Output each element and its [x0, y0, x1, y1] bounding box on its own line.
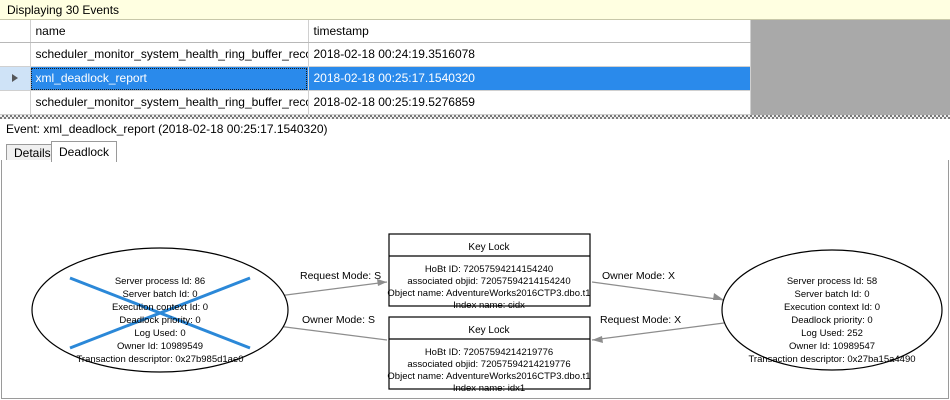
column-header-selector [0, 20, 31, 43]
cell-timestamp[interactable]: 2018-02-18 00:25:19.5276859 [308, 90, 751, 115]
events-banner-label: Displaying 30 Events [7, 3, 120, 17]
column-header-name[interactable]: name [30, 20, 309, 43]
resource-bottom-line-0: HoBt ID: 72057594214219776 [425, 347, 553, 358]
resource-bottom-line-1: associated objid: 72057594214219776 [407, 359, 570, 370]
cell-name[interactable]: scheduler_monitor_system_health_ring_buf… [30, 42, 309, 67]
process-right-line-3: Deadlock priority: 0 [791, 315, 872, 326]
process-left-line-0: Server process Id: 86 [115, 276, 205, 287]
table-row-selected[interactable]: xml_deadlock_report 2018-02-18 00:25:17.… [0, 66, 751, 91]
resource-top-line-2: Object name: AdventureWorks2016CTP3.dbo.… [387, 288, 590, 299]
edge-line [591, 281, 725, 301]
cell-timestamp[interactable]: 2018-02-18 00:24:19.3516078 [308, 42, 751, 67]
resource-box[interactable] [388, 316, 591, 390]
resource-top-title: Key Lock [468, 242, 510, 253]
edge-request-mode-x-right: Request Mode: X [591, 314, 725, 343]
row-selector-cell[interactable] [0, 90, 31, 115]
cell-timestamp[interactable]: 2018-02-18 00:25:17.1540320 [308, 66, 751, 91]
tab-deadlock[interactable]: Deadlock [51, 141, 118, 162]
process-node-right[interactable]: Server process Id: 58 Server batch Id: 0… [721, 249, 943, 371]
process-right-line-1: Server batch Id: 0 [795, 289, 870, 300]
resource-top-line-3: Index name: cidx [453, 300, 525, 311]
column-header-timestamp[interactable]: timestamp [308, 20, 751, 43]
row-selector-cell[interactable] [0, 42, 31, 67]
tab-details[interactable]: Details [6, 144, 59, 161]
tab-strip: Details Deadlock [0, 141, 950, 162]
events-grid[interactable]: name timestamp scheduler_monitor_system_… [0, 20, 751, 115]
arrowhead-icon [592, 336, 603, 343]
edge-label-request-mode-s-left: Request Mode: S [300, 270, 381, 282]
process-left-line-2: Execution context Id: 0 [112, 302, 208, 313]
process-left-line-5: Owner Id: 10989549 [117, 341, 203, 352]
current-row-arrow-icon [11, 73, 18, 82]
events-banner: Displaying 30 Events [0, 0, 950, 20]
edge-label-request-mode-x-right: Request Mode: X [600, 314, 681, 326]
resource-node-bottom[interactable]: Key Lock HoBt ID: 72057594214219776 asso… [387, 316, 591, 394]
cell-name[interactable]: scheduler_monitor_system_health_ring_buf… [30, 90, 309, 115]
process-ellipse[interactable] [31, 247, 289, 373]
resource-node-top[interactable]: Key Lock HoBt ID: 72057594214154240 asso… [387, 233, 591, 311]
horizontal-splitter[interactable] [0, 115, 950, 119]
resource-box[interactable] [388, 233, 591, 307]
event-header-label: Event: xml_deadlock_report (2018-02-18 0… [6, 122, 328, 136]
process-right-line-6: Transaction descriptor: 0x27ba15a4490 [748, 354, 915, 365]
resource-bottom-title: Key Lock [468, 325, 510, 336]
row-selector-cell[interactable] [0, 66, 31, 91]
process-right-line-5: Owner Id: 10989547 [789, 341, 875, 352]
process-ellipse[interactable] [721, 249, 943, 371]
process-node-left[interactable]: Server process Id: 86 Server batch Id: 0… [31, 247, 289, 373]
arrowhead-icon [713, 293, 724, 300]
resource-bottom-line-3: Index name: idx1 [453, 383, 525, 394]
process-left-line-4: Log Used: 0 [134, 328, 185, 339]
process-right-line-2: Execution context Id: 0 [784, 302, 880, 313]
process-left-line-1: Server batch Id: 0 [123, 289, 198, 300]
process-right-line-4: Log Used: 252 [801, 328, 863, 339]
victim-cross-icon [69, 276, 251, 350]
table-row[interactable]: scheduler_monitor_system_health_ring_buf… [0, 42, 751, 67]
table-row[interactable]: scheduler_monitor_system_health_ring_buf… [0, 90, 751, 115]
deadlock-graph-canvas[interactable]: Request Mode: S Owner Mode: X Owner Mode… [1, 160, 949, 399]
edge-line [591, 322, 725, 341]
edge-label-owner-mode-x-top: Owner Mode: X [602, 270, 675, 282]
arrowhead-icon [377, 279, 387, 286]
events-grid-container[interactable]: name timestamp scheduler_monitor_system_… [0, 20, 950, 118]
edge-owner-mode-x-top: Owner Mode: X [591, 270, 725, 301]
event-header: Event: xml_deadlock_report (2018-02-18 0… [0, 119, 950, 139]
resource-top-line-1: associated objid: 72057594214154240 [407, 276, 570, 287]
process-left-line-6: Transaction descriptor: 0x27b985d1ae0 [76, 354, 243, 365]
process-left-line-3: Deadlock priority: 0 [119, 315, 200, 326]
process-right-line-0: Server process Id: 58 [787, 276, 877, 287]
cell-name[interactable]: xml_deadlock_report [30, 66, 309, 91]
resource-top-line-0: HoBt ID: 72057594214154240 [425, 264, 553, 275]
events-grid-header-row: name timestamp [0, 20, 751, 43]
edge-label-owner-mode-s-bottom: Owner Mode: S [302, 314, 375, 326]
resource-bottom-line-2: Object name: AdventureWorks2016CTP3.dbo.… [387, 371, 590, 382]
